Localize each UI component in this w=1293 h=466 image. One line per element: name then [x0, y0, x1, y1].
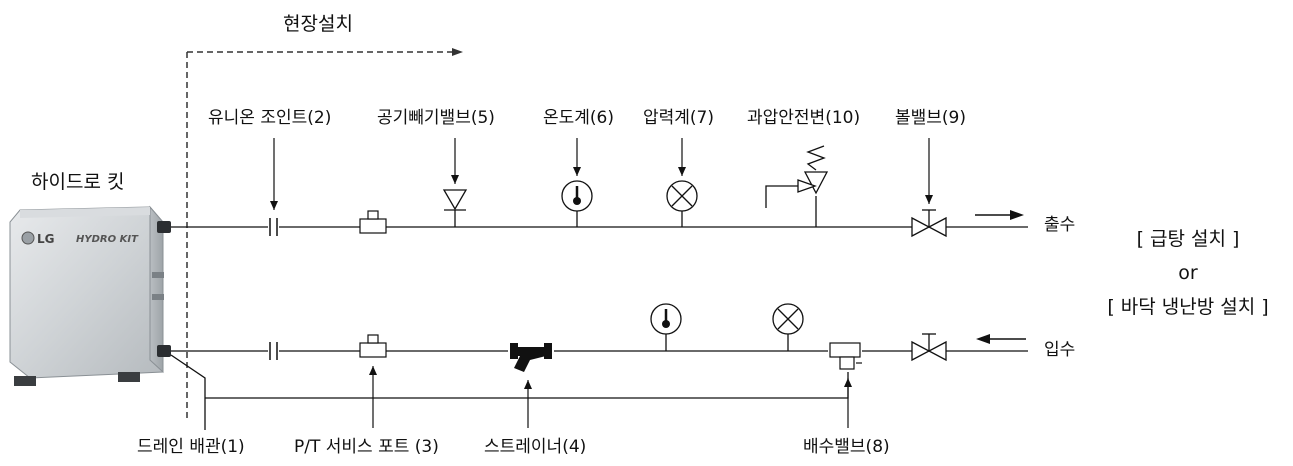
label-air-vent: 공기빼기밸브(5): [377, 108, 495, 128]
ball-valve-bottom-icon: [911, 333, 947, 362]
inlet-flow-arrow: [976, 334, 1026, 344]
pt-port-bottom: [359, 334, 387, 358]
label-hot-water-install: [ 급탕 설치 ]: [1136, 228, 1240, 250]
unit-brand: LG: [37, 232, 55, 246]
label-or: or: [1178, 262, 1198, 284]
label-inlet: 입수: [1044, 340, 1076, 360]
air-vent-valve-icon: [442, 189, 468, 227]
lg-logo-icon: [21, 231, 35, 245]
pressure-gauge-bottom-icon: [772, 303, 804, 351]
callout-arrows-top: [270, 138, 933, 210]
relief-valve-icon: [765, 145, 829, 227]
drain-valve-icon: [829, 342, 862, 370]
union-joint-bottom: [269, 342, 278, 360]
unit-name-label: 하이드로 킷: [31, 171, 125, 193]
label-drain-pipe: 드레인 배관(1): [137, 437, 245, 457]
union-joint-top: [269, 218, 278, 236]
strainer-icon: [510, 343, 552, 372]
thermometer-bottom-icon: [650, 303, 682, 351]
callout-arrows-bottom: [369, 366, 852, 428]
thermometer-top-icon: [561, 180, 593, 227]
pressure-gauge-top-icon: [666, 180, 698, 227]
label-drain-valve: 배수밸브(8): [803, 437, 890, 457]
hydro-kit-unit: [9, 205, 171, 386]
field-install-boundary: [186, 48, 463, 420]
label-relief-valve: 과압안전변(10): [747, 108, 861, 128]
label-floor-install: [ 바닥 냉난방 설치 ]: [1107, 296, 1269, 318]
ball-valve-top-icon: [911, 209, 947, 238]
label-ball-valve: 볼밸브(9): [895, 108, 967, 128]
label-union-joint: 유니온 조인트(2): [208, 108, 332, 128]
unit-model: HYDRO KIT: [76, 234, 138, 245]
label-outlet: 출수: [1044, 215, 1076, 235]
drain-pipe-line: [170, 354, 849, 430]
label-strainer: 스트레이너(4): [484, 437, 587, 457]
label-thermometer: 온도계(6): [543, 108, 615, 128]
label-pt-port: P/T 서비스 포트 (3): [294, 437, 439, 457]
outlet-flow-arrow: [975, 210, 1024, 220]
pt-port-top: [359, 210, 387, 234]
field-install-label: 현장설치: [283, 13, 353, 35]
label-pressure-gauge: 압력계(7): [643, 108, 715, 128]
